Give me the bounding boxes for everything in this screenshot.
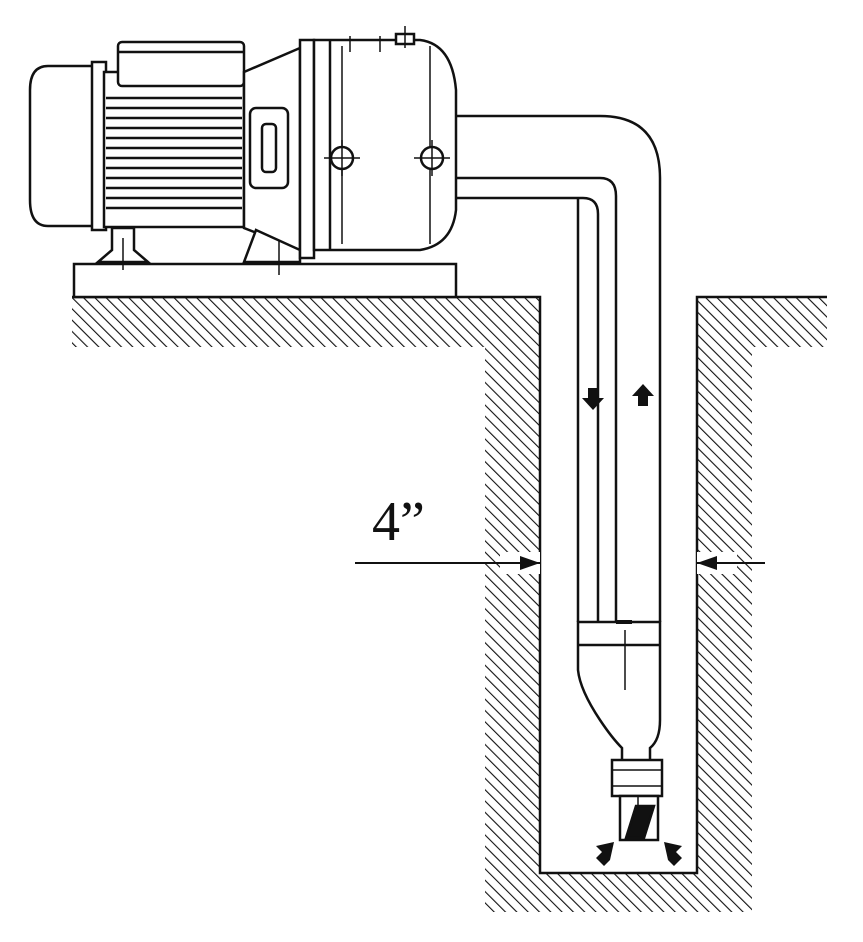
inlet-arrow-right [664,842,682,866]
well-left-wall [485,297,540,912]
pump-housing [312,26,458,252]
dimension-label: 4” [372,491,425,553]
up-arrow [632,384,654,406]
motor-body [102,70,246,229]
well-right-wall [697,297,752,912]
dimension-arrow-right [697,556,717,570]
jet-assembly [576,620,664,842]
dimension-arrow-left [520,556,540,570]
electric-motor [28,40,246,270]
terminal-box [116,40,246,88]
ground-left-hatch [72,297,540,347]
flow-arrows [582,384,654,410]
well-bottom [485,873,752,912]
pump-bracket [242,38,316,275]
inlet-arrows [596,842,682,866]
motor-end-cap [28,64,97,228]
ground-and-well [72,295,827,912]
foot-valve [610,758,664,798]
base-plate [72,262,458,299]
pipe-assembly [456,114,662,622]
inner-pipe [456,176,618,622]
inlet-arrow-left [596,842,614,866]
down-arrow [582,388,604,410]
outer-pipe [456,114,662,622]
cooling-fins [106,96,242,210]
bore-dimension: 4” [355,491,765,570]
